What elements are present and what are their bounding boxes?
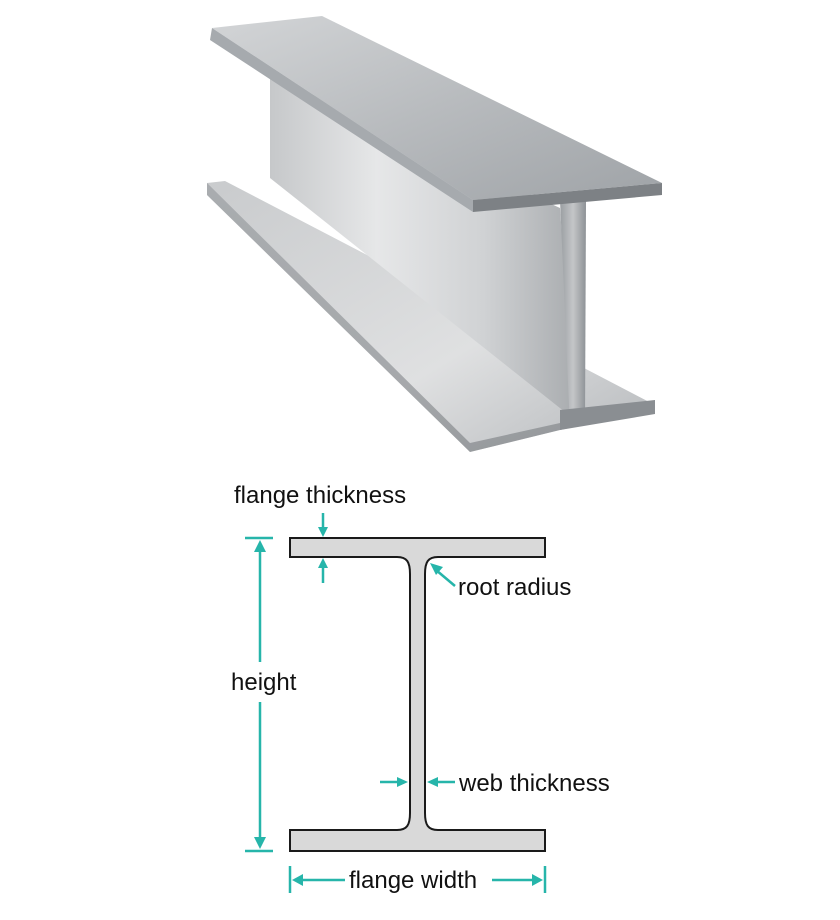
web-end-face (560, 200, 586, 428)
web-surface (270, 75, 575, 420)
flange-thickness-arrow (318, 513, 328, 583)
label-flange-width: flange width (349, 867, 477, 894)
height-arrow (245, 536, 273, 853)
dimension-arrows (245, 513, 547, 893)
bottom-flange-end-face (560, 400, 655, 430)
web-thickness-arrow (380, 777, 455, 787)
label-flange-thickness: flange thickness (234, 482, 406, 509)
label-root-radius: root radius (458, 574, 571, 601)
root-radius-arrow (430, 563, 456, 587)
label-height: height (231, 669, 297, 696)
flange-width-arrow (288, 866, 547, 893)
i-beam-photo (207, 16, 662, 452)
cross-section (289, 537, 546, 852)
label-web-thickness: web thickness (458, 770, 610, 797)
top-flange-end-face (473, 183, 662, 212)
i-section-shape (289, 537, 546, 852)
top-flange-edge (210, 28, 473, 212)
top-flange-surface (212, 16, 662, 200)
